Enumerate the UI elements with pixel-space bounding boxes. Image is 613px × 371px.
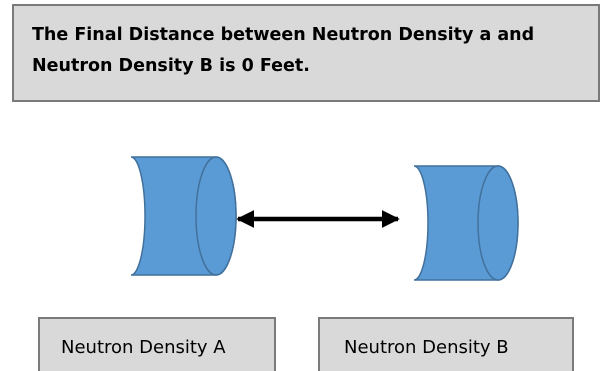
cylinder-b xyxy=(413,165,519,281)
label-a-text: Neutron Density A xyxy=(61,337,226,358)
cylinder-b-face xyxy=(477,165,519,281)
label-box-b: Neutron Density B xyxy=(318,317,574,371)
cylinder-a xyxy=(130,156,237,276)
headline-text: The Final Distance between Neutron Densi… xyxy=(32,25,535,76)
headline-box: The Final Distance between Neutron Densi… xyxy=(12,4,600,102)
label-box-a: Neutron Density A xyxy=(38,317,276,371)
label-b-text: Neutron Density B xyxy=(344,337,509,358)
cylinder-a-face xyxy=(195,156,237,276)
